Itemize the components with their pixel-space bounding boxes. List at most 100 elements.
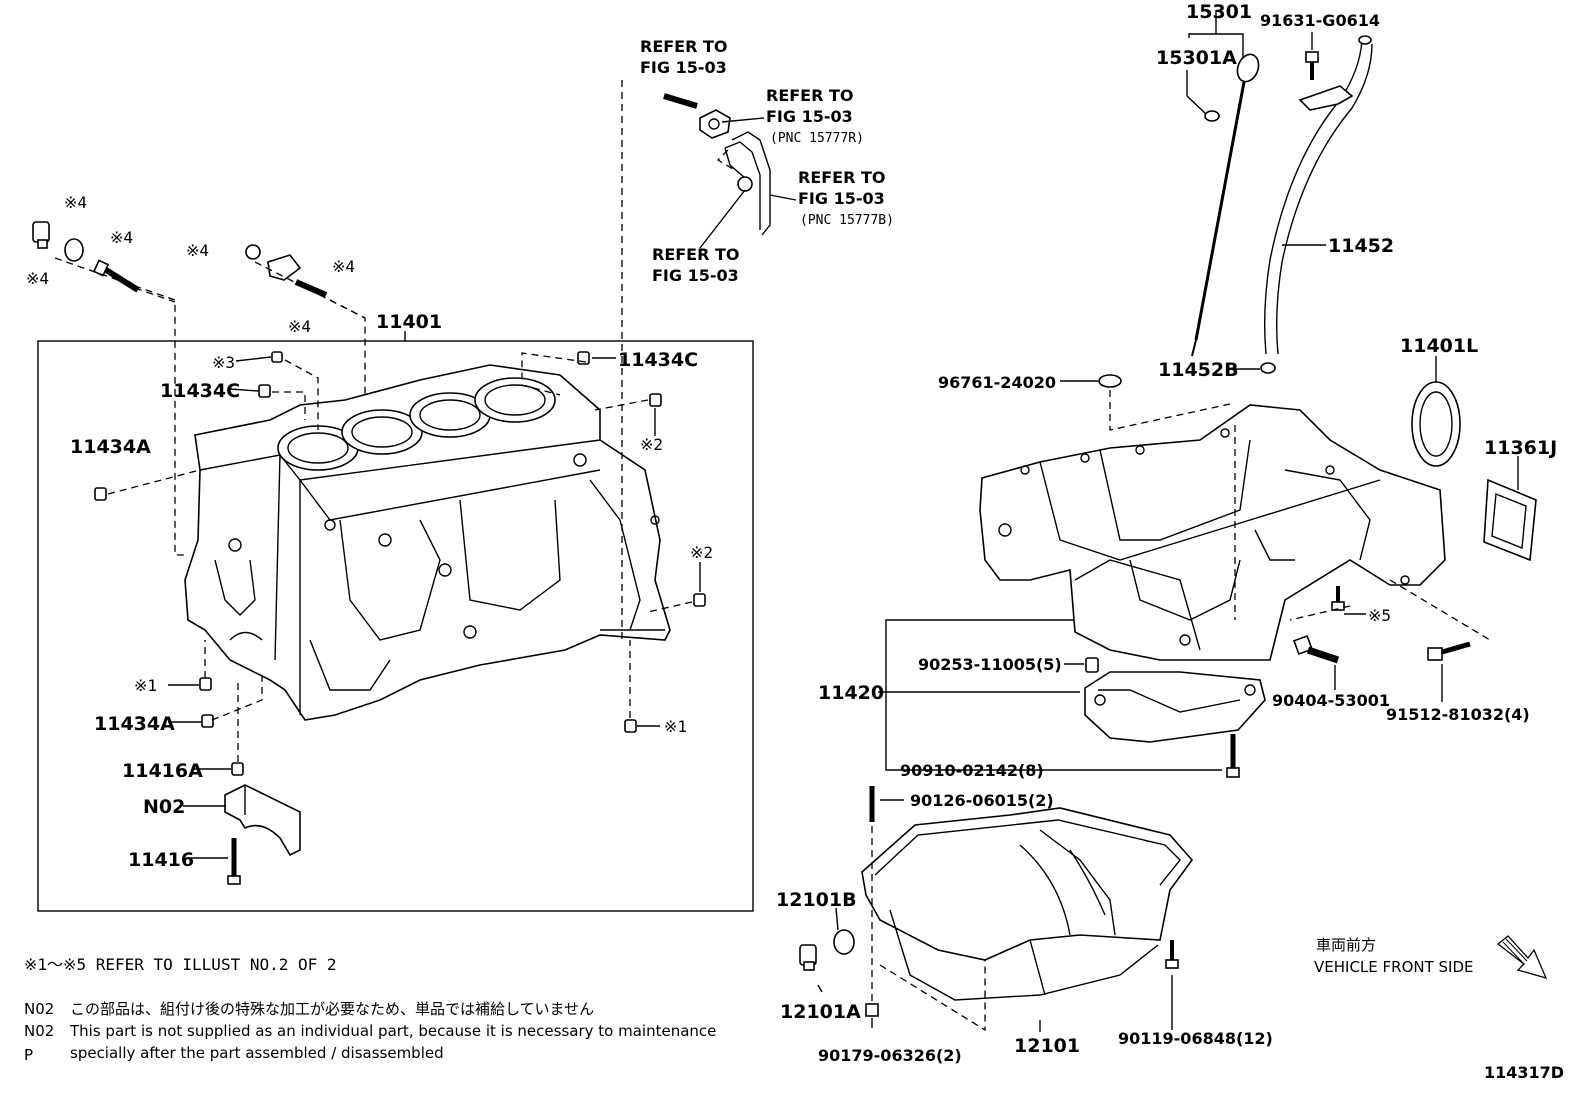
part-label[interactable]: 90126-06015(2)	[910, 791, 1054, 810]
pin-icon	[693, 593, 706, 607]
ref-mark: ※4	[64, 193, 87, 212]
ref-mark: ※1	[134, 676, 157, 695]
ref-text: FIG 15-03	[640, 58, 727, 77]
ref-text: REFER TO	[640, 37, 728, 56]
part-label[interactable]: 90910-02142(8)	[900, 761, 1044, 780]
ref-text: (PNC 15777B)	[800, 213, 894, 228]
cylinder-block-frame	[37, 340, 754, 912]
washer-icon	[64, 238, 84, 262]
part-label[interactable]: 11434C	[160, 380, 240, 402]
part-label[interactable]: 91631-G0614	[1260, 11, 1380, 30]
ref-mark: ※4	[332, 257, 355, 276]
part-label[interactable]: 90179-06326(2)	[818, 1046, 962, 1065]
ref-text: (PNC 15777R)	[770, 131, 864, 146]
part-label[interactable]: 15301A	[1156, 47, 1237, 69]
pin-icon	[1085, 657, 1099, 673]
stiffening-crankcase-icon	[979, 404, 1446, 661]
oil-pan-icon	[861, 807, 1194, 1001]
ref-mark: ※1	[664, 717, 687, 736]
cylinder-block-icon	[184, 364, 671, 721]
part-label[interactable]: 11452	[1328, 235, 1394, 257]
ref-mark: ※4	[186, 241, 209, 260]
ref-mark: ※4	[110, 228, 133, 247]
note-text-en: This part is not supplied as an individu…	[69, 1022, 716, 1040]
o-ring-icon	[1098, 374, 1122, 388]
part-label[interactable]: 15301	[1186, 1, 1252, 23]
part-label[interactable]: 11434A	[94, 713, 175, 735]
ref-text: REFER TO	[652, 245, 740, 264]
note-text-jp: この部品は、組付け後の特殊な加工が必要なため、単品では補給していません	[70, 1000, 594, 1018]
part-label[interactable]: 90253-11005(5)	[918, 655, 1062, 674]
part-label[interactable]: 11452B	[1158, 359, 1239, 381]
bearing-cap-icon	[224, 784, 301, 857]
gasket-icon	[699, 109, 731, 139]
pin-icon	[231, 762, 244, 776]
part-label[interactable]: 11401	[376, 311, 442, 333]
ref-text: REFER TO	[766, 86, 854, 105]
bolt-icon	[32, 221, 50, 249]
pipe-icon	[724, 131, 771, 236]
oil-strainer-icon	[1084, 671, 1266, 743]
note-code: N02	[24, 1022, 54, 1040]
part-label[interactable]: 11361J	[1484, 437, 1557, 459]
part-label[interactable]: 11401L	[1400, 335, 1478, 357]
part-label[interactable]: 96761-24020	[938, 373, 1056, 392]
pin-icon	[624, 719, 637, 733]
pin-icon	[201, 714, 214, 728]
p-mark: P	[24, 1046, 33, 1064]
bolt-icon	[1305, 51, 1319, 80]
stud-icon	[294, 279, 328, 298]
drain-plug-icon	[799, 944, 817, 971]
part-label[interactable]: 12101	[1014, 1035, 1080, 1057]
sensor-icon	[1293, 635, 1340, 664]
o-ring-icon	[1260, 362, 1276, 374]
ref-mark: ※2	[690, 543, 713, 562]
direction-text-en: VEHICLE FRONT SIDE	[1314, 958, 1474, 976]
cover-icon	[1483, 478, 1537, 562]
bracket-icon	[267, 254, 302, 281]
ref-mark: ※3	[212, 353, 235, 372]
dipstick-icon	[1191, 53, 1260, 357]
part-label[interactable]: 11434A	[70, 436, 151, 458]
bolt-icon	[1331, 586, 1345, 611]
ref-mark: ※5	[1368, 606, 1391, 625]
part-label[interactable]: 11434C	[618, 349, 698, 371]
bolt-icon	[1165, 940, 1179, 969]
oil-seal-icon	[1411, 381, 1461, 467]
stud-icon	[663, 93, 698, 109]
ref-text: FIG 15-03	[798, 189, 885, 208]
part-label[interactable]: 12101B	[776, 889, 857, 911]
ref-text: FIG 15-03	[766, 107, 853, 126]
part-label[interactable]: 90119-06848(12)	[1118, 1029, 1273, 1048]
ref-text: REFER TO	[798, 168, 886, 187]
note-code: N02	[24, 1000, 54, 1018]
direction-arrow-icon	[1496, 935, 1548, 980]
direction-text-jp: 車両前方	[1316, 936, 1376, 954]
stud-bolt-icon	[92, 259, 140, 293]
part-label[interactable]: 11416	[128, 849, 194, 871]
nut-icon	[865, 1003, 879, 1017]
part-label[interactable]: 12101A	[780, 1001, 861, 1023]
part-label[interactable]: 91512-81032(4)	[1386, 705, 1530, 724]
ref-text: FIG 15-03	[652, 266, 739, 285]
pin-icon	[271, 351, 283, 363]
oil-level-gauge-guide-icon	[1263, 35, 1373, 355]
ref-mark: ※2	[640, 435, 663, 454]
ref-mark: ※4	[288, 317, 311, 336]
diagram-id: 114317D	[1484, 1063, 1564, 1082]
o-ring-icon	[1204, 110, 1220, 122]
bolt-icon	[1226, 734, 1240, 778]
part-label[interactable]: 11416A	[122, 760, 203, 782]
ref-mark: ※4	[26, 269, 49, 288]
pin-icon	[258, 384, 271, 398]
part-label[interactable]: 11420	[818, 682, 884, 704]
bolt-icon	[227, 838, 241, 885]
note-text-en: specially after the part assembled / dis…	[70, 1044, 444, 1062]
plug-icon	[245, 244, 261, 260]
pin-icon	[649, 393, 662, 407]
part-label[interactable]: N02	[143, 796, 185, 818]
bolt-icon	[1427, 641, 1471, 661]
part-label[interactable]: 90404-53001	[1272, 691, 1390, 710]
gasket-icon	[833, 929, 855, 955]
